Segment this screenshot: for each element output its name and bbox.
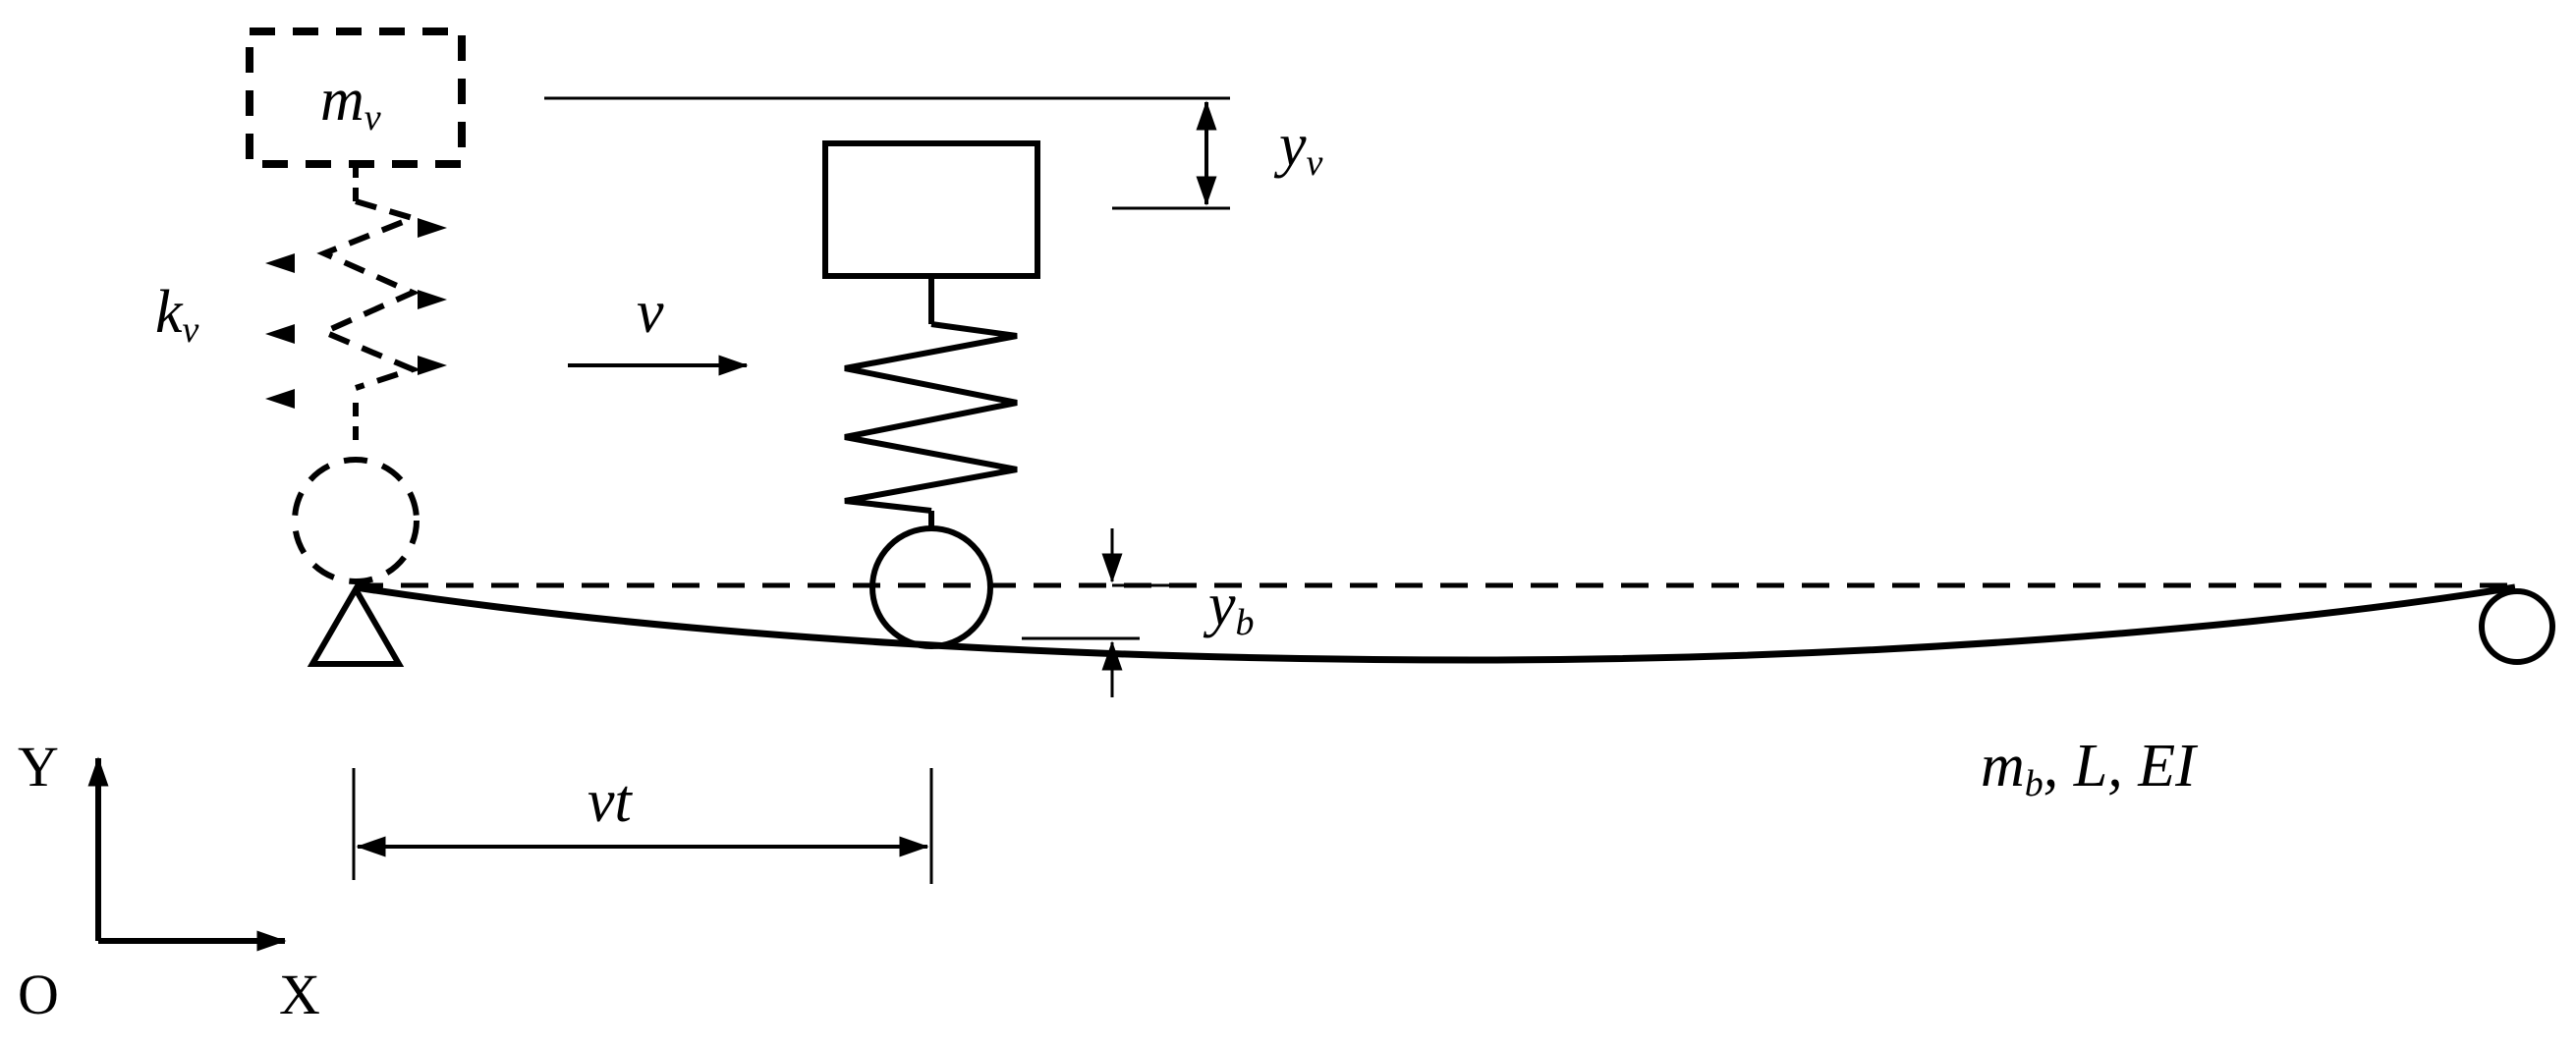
vehicle-mass-box: [822, 140, 1040, 279]
initial-wheel: [292, 457, 420, 584]
vehicle-displacement-main: y: [1273, 112, 1307, 179]
stiffness-label-sub: v: [183, 309, 199, 351]
mass-label-sub: v: [364, 97, 381, 138]
position-label: vt: [588, 768, 634, 835]
beam-displacement-indicator: yb: [1022, 528, 1255, 697]
velocity-label: v: [637, 279, 664, 346]
initial-vehicle-position: mv kv: [155, 28, 466, 584]
vehicle-spring-zigzag: [844, 321, 1018, 514]
vehicle-displacement-indicator: yv: [544, 96, 1323, 210]
mass-label-main: m: [320, 67, 364, 134]
y-axis-label: Y: [18, 735, 59, 799]
deflected-beam: [355, 583, 2516, 664]
origin-label: O: [18, 963, 59, 1026]
beam-properties-label: mb, L, EI: [1981, 733, 2199, 804]
current-vehicle: [822, 140, 1040, 649]
spring-guide-ticks-left: [265, 253, 295, 409]
mass-label: mv: [320, 67, 381, 138]
coordinate-axes: Y X O: [18, 735, 320, 1026]
velocity-indicator: v: [568, 279, 749, 376]
stiffness-label-main: k: [155, 279, 184, 346]
roller-support-icon: [2479, 588, 2555, 665]
beam-properties-rest: , L, EI: [2044, 733, 2199, 799]
position-dimension: vt: [352, 768, 933, 884]
stiffness-label: kv: [155, 279, 199, 351]
vehicle-displacement-label: yv: [1273, 112, 1323, 184]
beam-mass-sub: b: [2025, 763, 2044, 804]
beam-displacement-main: y: [1203, 572, 1236, 638]
vehicle-displacement-sub: v: [1307, 142, 1323, 184]
pin-support-icon: [307, 583, 405, 667]
beam-displacement-label: yb: [1203, 572, 1255, 643]
x-axis-label: X: [279, 963, 320, 1026]
initial-spring-zigzag: [316, 198, 422, 391]
vehicle-wheel: [869, 525, 993, 649]
spring-guide-ticks-right: [418, 218, 447, 375]
beam-assembly: mb, L, EI: [307, 582, 2555, 804]
beam-mass-main: m: [1981, 733, 2025, 799]
beam-displacement-sub: b: [1236, 602, 1255, 643]
